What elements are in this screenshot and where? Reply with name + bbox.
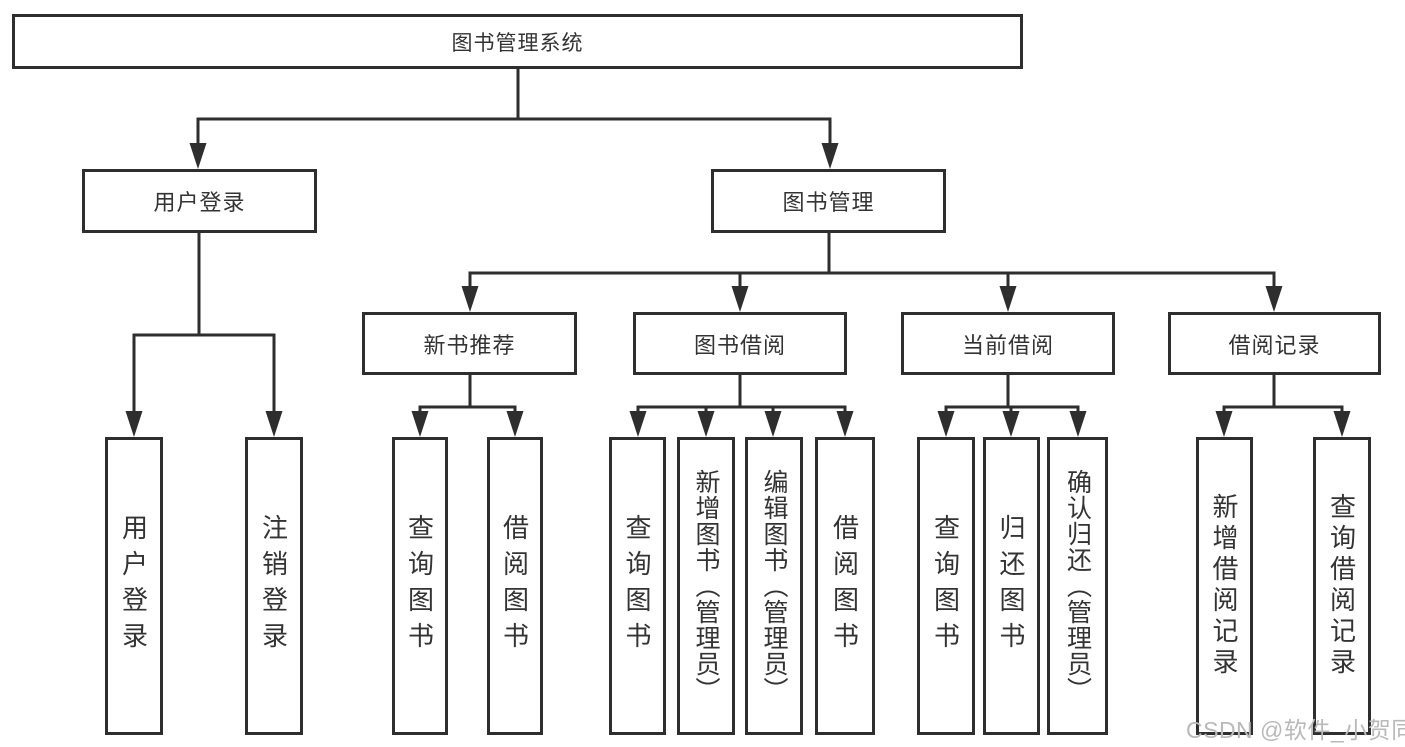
node-current-borrow: 当前借阅 (901, 312, 1115, 375)
leaf-recommend-borrow-books-label: 借阅图书 (499, 514, 530, 658)
leaf-edit-books-admin: 编辑图书（管理员） (745, 437, 803, 735)
node-current-borrow-label: 当前借阅 (961, 332, 1054, 358)
leaf-recommend-borrow-books: 借阅图书 (487, 437, 543, 735)
leaf-add-books-admin-label: 新增图书（管理员） (692, 469, 720, 703)
leaf-recommend-query-books: 查询图书 (392, 437, 448, 735)
node-user-login-label: 用户登录 (153, 190, 246, 215)
leaf-borrow-books-label: 借阅图书 (829, 514, 860, 658)
leaf-user-login: 用户登录 (105, 437, 163, 735)
node-new-book-recommend: 新书推荐 (362, 312, 577, 375)
leaf-confirm-return-admin-label: 确认归还（管理员） (1063, 469, 1092, 703)
watermark-text: CSDN @软件_小贺同学 (1186, 717, 1405, 743)
node-borrow-records: 借阅记录 (1168, 312, 1381, 375)
leaf-add-borrow-record: 新增借阅记录 (1196, 437, 1253, 735)
leaf-recommend-query-books-label: 查询图书 (404, 514, 435, 658)
leaf-borrow-books: 借阅图书 (815, 437, 875, 735)
leaf-confirm-return-admin: 确认归还（管理员） (1047, 437, 1108, 735)
leaf-current-query-books: 查询图书 (917, 437, 975, 735)
leaf-edit-books-admin-label: 编辑图书（管理员） (760, 469, 788, 703)
arrowheads (125, 143, 1351, 437)
root-node: 图书管理系统 (12, 14, 1023, 69)
node-book-borrow-label: 图书借阅 (693, 332, 786, 358)
node-book-borrow: 图书借阅 (633, 312, 847, 375)
node-new-book-recommend-label: 新书推荐 (423, 332, 516, 358)
node-user-login: 用户登录 (82, 169, 317, 233)
leaf-borrow-query-books: 查询图书 (609, 437, 666, 735)
leaf-logout-label: 注销登录 (258, 514, 289, 658)
node-book-management-label: 图书管理 (782, 190, 875, 215)
leaf-add-borrow-record-label: 新增借阅记录 (1209, 493, 1239, 679)
leaf-query-borrow-record-label: 查询借阅记录 (1326, 493, 1357, 679)
leaf-logout: 注销登录 (245, 437, 303, 735)
leaf-add-books-admin: 新增图书（管理员） (677, 437, 735, 735)
leaf-query-borrow-record: 查询借阅记录 (1313, 437, 1371, 735)
node-book-management: 图书管理 (711, 169, 946, 233)
leaf-return-books: 归还图书 (983, 437, 1040, 735)
root-node-label: 图书管理系统 (451, 31, 584, 55)
node-borrow-records-label: 借阅记录 (1228, 332, 1321, 358)
leaf-current-query-books-label: 查询图书 (930, 514, 961, 658)
leaf-borrow-query-books-label: 查询图书 (622, 514, 652, 658)
leaf-return-books-label: 归还图书 (996, 514, 1026, 658)
leaf-user-login-label: 用户登录 (118, 514, 149, 658)
